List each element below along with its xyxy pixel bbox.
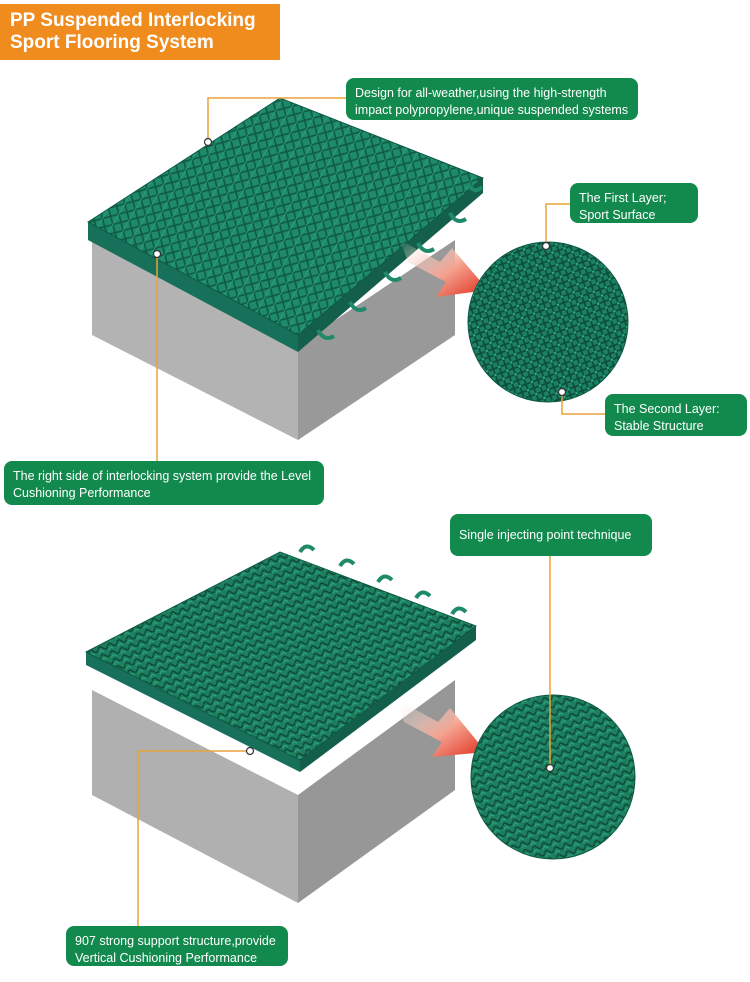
pointer-dot — [545, 763, 555, 773]
top-flooring-block — [87, 97, 484, 440]
pointer-dot — [245, 746, 255, 756]
leader-lines — [137, 97, 605, 926]
pointer-dot — [152, 249, 162, 259]
first-layer-callout: The First Layer; Sport Surface Layer — [570, 183, 698, 239]
pointer-dot — [541, 241, 551, 251]
pointer-dot — [557, 387, 567, 397]
support-callout: 907 strong support structure,provide Ver… — [66, 926, 288, 966]
pointer-dot — [203, 137, 213, 147]
design-callout: Design for all-weather,using the high-st… — [346, 78, 638, 120]
zoom-arrow-top — [400, 240, 488, 297]
structure-zoom-circle — [470, 694, 636, 860]
page-title: PP Suspended Interlocking Sport Flooring… — [0, 4, 280, 60]
zoom-arrow-bottom — [398, 700, 486, 757]
bottom-flooring-block — [84, 544, 478, 903]
second-layer-callout: The Second Layer: Stable Structure Layer — [605, 394, 747, 450]
injecting-callout: Single injecting point technique — [450, 514, 652, 556]
right-side-callout: The right side of interlocking system pr… — [4, 461, 324, 505]
surface-zoom-circle — [467, 241, 629, 403]
